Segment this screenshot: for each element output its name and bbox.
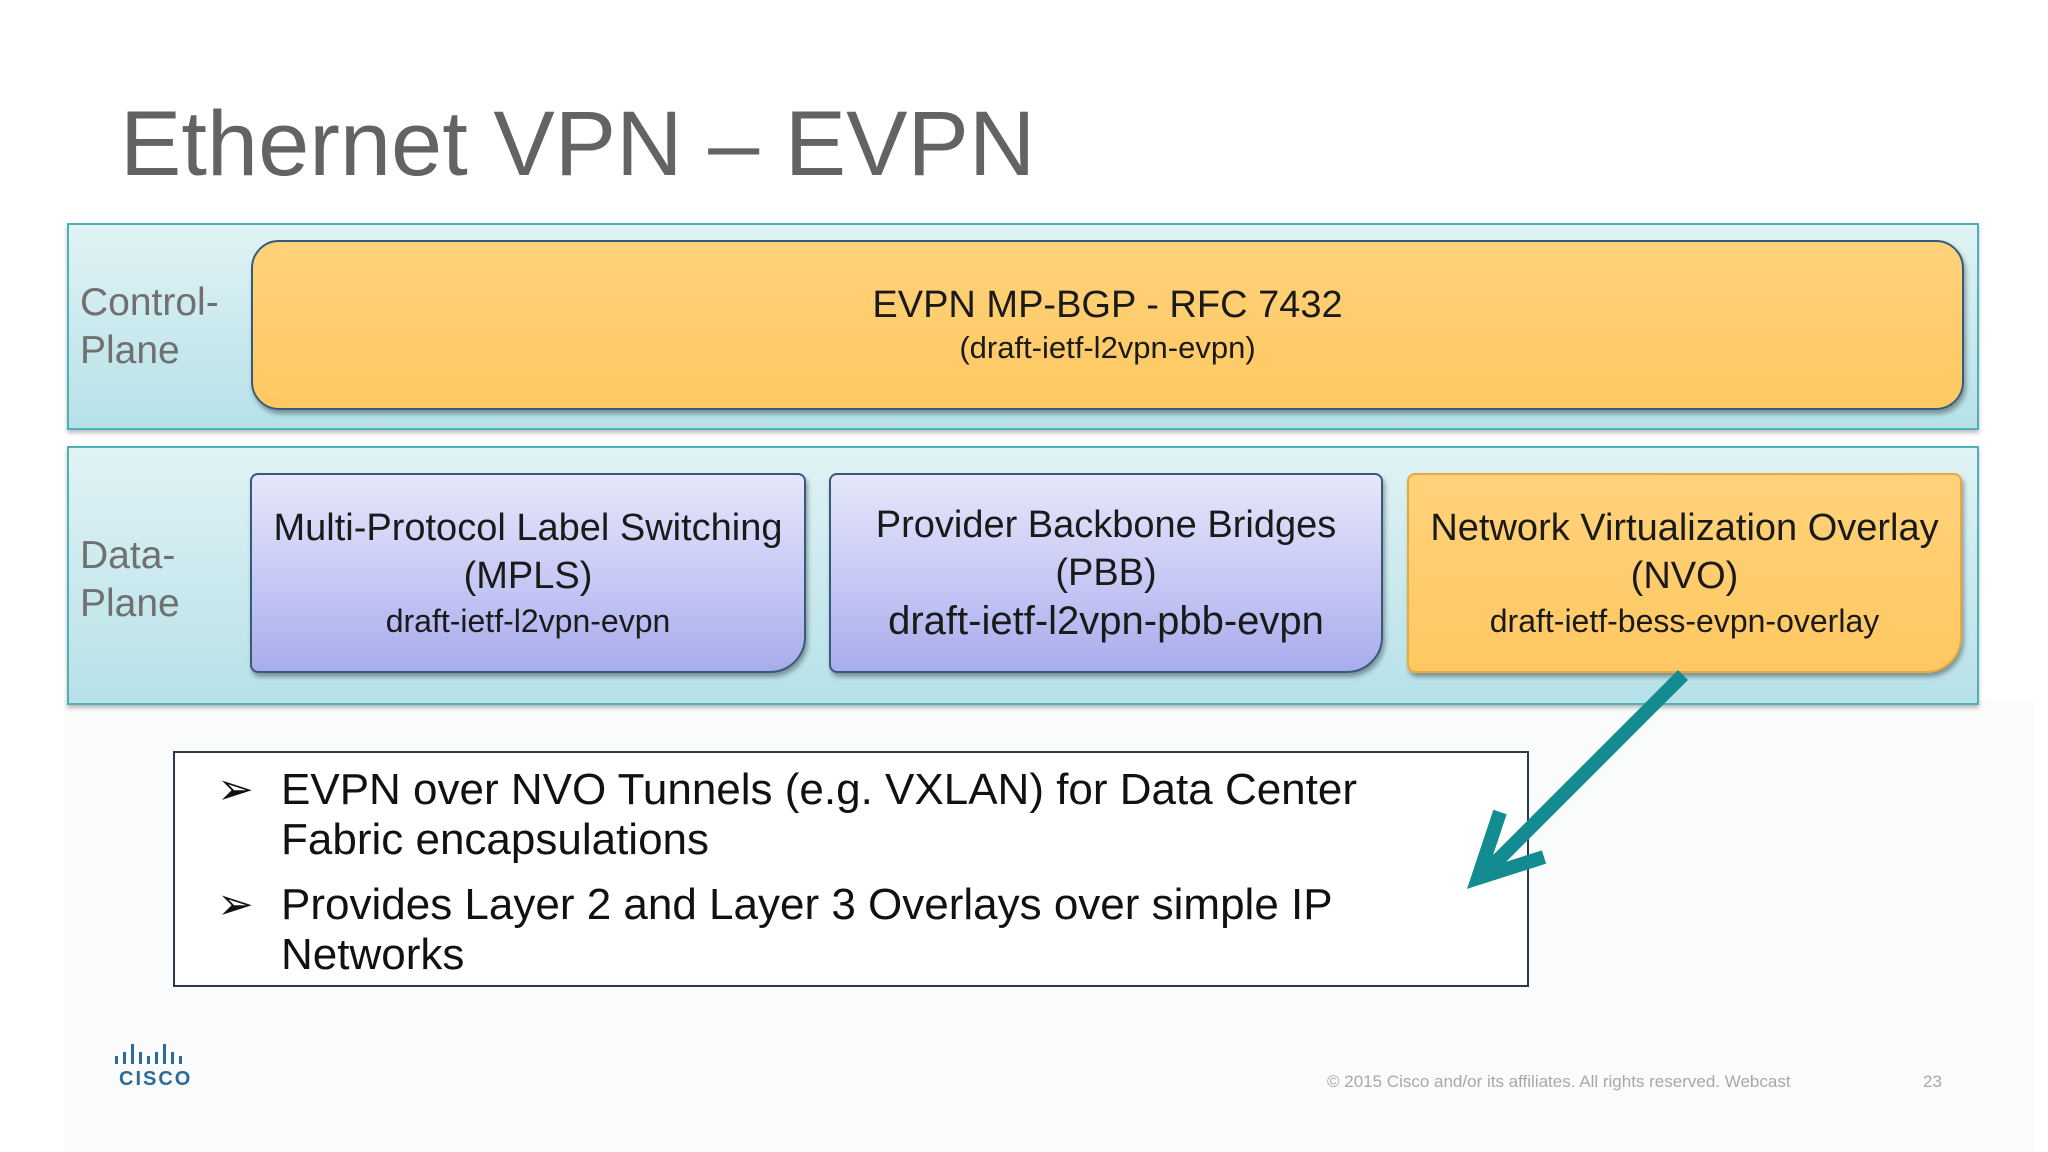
control-plane-label-line1: Control- [80,281,219,324]
evpn-mp-bgp-box: EVPN MP-BGP - RFC 7432 (draft-ietf-l2vpn… [251,240,1964,410]
data-plane-label-line1: Data- [80,534,176,577]
nvo-box-title: Network Virtualization Overlay [1430,507,1939,549]
bullet-text-line1: Provides Layer 2 and Layer 3 Overlays ov… [281,880,1333,929]
bullet-text: Provides Layer 2 and Layer 3 Overlays ov… [281,880,1481,980]
cisco-logo-text: CISCO [119,1068,193,1090]
data-plane-label-line2: Plane [80,582,180,625]
bullet-text-line2: Networks [281,930,465,979]
bullet-list-box: ➢ EVPN over NVO Tunnels (e.g. VXLAN) for… [173,751,1529,987]
copyright-footer: © 2015 Cisco and/or its affiliates. All … [1327,1072,1791,1091]
bullet-arrow-icon: ➢ [217,765,254,814]
control-plane-label-line2: Plane [80,329,180,372]
data-plane-label: Data- Plane [80,532,180,628]
page-number: 23 [1923,1072,1942,1091]
pointer-arrow-shaft [1485,670,1688,873]
evpn-mp-bgp-title: EVPN MP-BGP - RFC 7432 [872,284,1343,326]
bullet-text-line1: EVPN over NVO Tunnels (e.g. VXLAN) for D… [281,765,1358,814]
bullet-text-line2: Fabric encapsulations [281,815,710,864]
pbb-box-abbrev: (PBB) [1055,552,1157,594]
nvo-box-abbrev: (NVO) [1630,555,1739,597]
mpls-box-draft: draft-ietf-l2vpn-evpn [385,603,671,639]
nvo-box: Network Virtualization Overlay (NVO) dra… [1407,473,1962,673]
bullet-arrow-icon: ➢ [217,880,254,929]
mpls-box: Multi-Protocol Label Switching (MPLS) dr… [250,473,806,673]
pbb-box: Provider Backbone Bridges (PBB) draft-ie… [829,473,1383,673]
pbb-box-title: Provider Backbone Bridges [875,504,1337,546]
control-plane-label: Control- Plane [80,279,219,375]
mpls-box-abbrev: (MPLS) [463,555,593,597]
mpls-box-title: Multi-Protocol Label Switching [273,507,783,549]
pbb-box-draft: draft-ietf-l2vpn-pbb-evpn [888,599,1324,643]
bullet-text: EVPN over NVO Tunnels (e.g. VXLAN) for D… [281,765,1481,865]
cisco-bridge-icon [115,1044,182,1064]
nvo-box-draft: draft-ietf-bess-evpn-overlay [1489,603,1880,639]
evpn-mp-bgp-draft: (draft-ietf-l2vpn-evpn) [959,330,1256,365]
slide-title: Ethernet VPN – EVPN [120,93,1036,195]
pointer-arrow-head [1467,809,1547,889]
